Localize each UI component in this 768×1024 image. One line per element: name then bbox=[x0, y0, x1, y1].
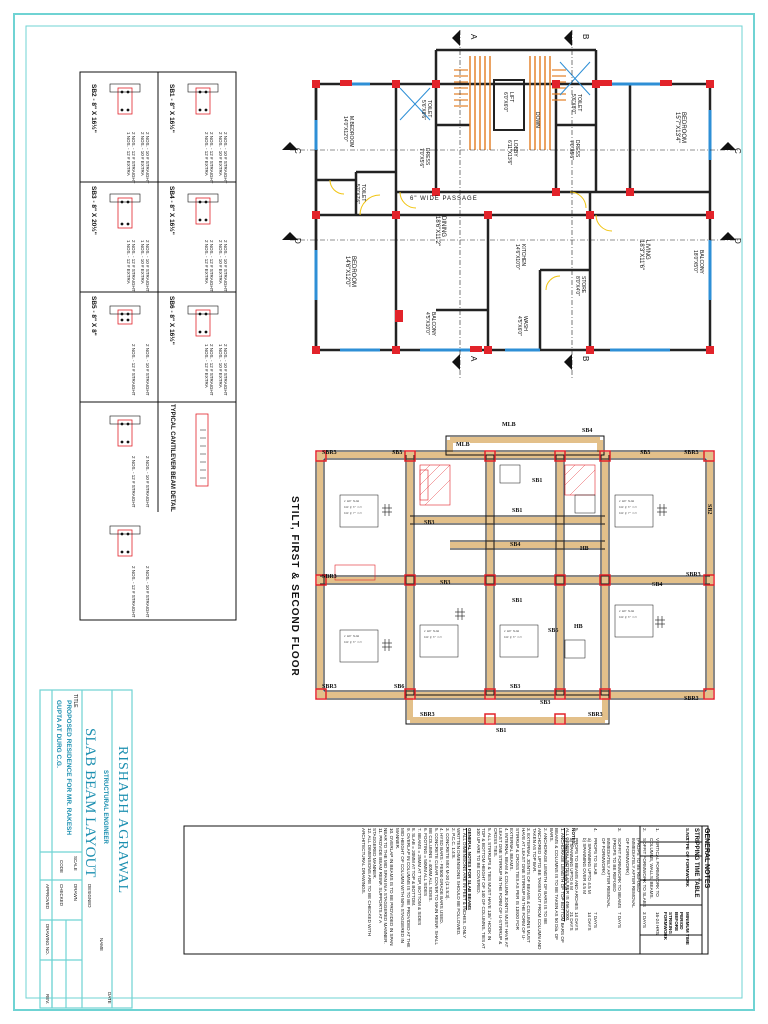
field-drawn: DRAWN bbox=[73, 884, 78, 901]
field-date: DATE bbox=[107, 992, 112, 1004]
field-designed: DESIGNED bbox=[87, 884, 92, 908]
svg-text:10# @ 6" C/C: 10# @ 6" C/C bbox=[619, 616, 638, 619]
field-rev: REV. bbox=[45, 994, 50, 1005]
beam-label: SBR3 bbox=[684, 696, 699, 702]
beam-label: SB4 bbox=[582, 428, 593, 434]
beam-sections-table bbox=[79, 71, 237, 621]
beam-label: SBR3 bbox=[322, 450, 337, 456]
svg-text:2 WAY SLAB: 2 WAY SLAB bbox=[344, 500, 360, 503]
svg-text:2 WAY SLAB: 2 WAY SLAB bbox=[504, 630, 520, 633]
svg-text:10# @ 7" C/C: 10# @ 7" C/C bbox=[619, 512, 638, 515]
field-checked: CHECKED bbox=[59, 884, 64, 907]
beam-label: SB3 bbox=[424, 520, 435, 526]
beam-label: SB3 bbox=[440, 580, 451, 586]
beam-label: SBR3 bbox=[322, 574, 337, 580]
svg-text:10# @ 6" C/C: 10# @ 6" C/C bbox=[344, 506, 363, 509]
svg-text:2 WAY SLAB: 2 WAY SLAB bbox=[424, 630, 440, 633]
beam-label: SB3 bbox=[540, 700, 551, 706]
svg-text:2 WAY SLAB: 2 WAY SLAB bbox=[619, 500, 635, 503]
title-label: TITLE bbox=[72, 694, 78, 708]
beam-label: MLB bbox=[456, 442, 470, 448]
svg-text:2 WAY SLAB: 2 WAY SLAB bbox=[344, 635, 360, 638]
beam-label: SBR3 bbox=[420, 712, 435, 718]
beam-label: SBR3 bbox=[588, 712, 603, 718]
beam-plan: 2 WAY SLAB 10# @ 6" C/C 10# @ 7" C/C 2 WA… bbox=[315, 435, 715, 725]
beam-label: SBR3 bbox=[322, 684, 337, 690]
beam-label: SB3 bbox=[392, 450, 403, 456]
beam-label: MLB bbox=[502, 422, 516, 428]
title-block bbox=[39, 689, 133, 1009]
svg-text:10# @ 6" C/C: 10# @ 6" C/C bbox=[424, 636, 443, 639]
beam-label: SB3 bbox=[640, 450, 651, 456]
notes-frame bbox=[183, 825, 709, 955]
beam-label: SB4 bbox=[652, 582, 663, 588]
svg-text:10# @ 6" C/C: 10# @ 6" C/C bbox=[504, 636, 523, 639]
engineer-role: STRUCTURAL ENGINEER bbox=[102, 770, 108, 844]
beam-label: SB6 bbox=[548, 628, 559, 634]
beam-label: SBR3 bbox=[686, 572, 701, 578]
beam-label: SB6 bbox=[394, 684, 405, 690]
section-drawings bbox=[117, 87, 211, 557]
field-code: CODE bbox=[59, 860, 64, 874]
inner-frame bbox=[25, 25, 743, 999]
field-scale: SCALE bbox=[73, 856, 78, 871]
engineer-name: RISHABH AGRAWAL bbox=[115, 746, 130, 895]
beam-label: SBR3 bbox=[684, 450, 699, 456]
field-name: NAME bbox=[99, 938, 104, 952]
project-line-2: GUPTA AT DURG C.G. bbox=[55, 700, 62, 768]
floor-plan bbox=[282, 30, 740, 380]
outer-frame bbox=[13, 13, 755, 1011]
beam-label: SB1 bbox=[532, 478, 543, 484]
svg-text:10# @ 7" C/C: 10# @ 7" C/C bbox=[344, 512, 363, 515]
label-passage: 6" WIDE PASSAGE bbox=[410, 196, 478, 202]
drawing-title: SLAB BEAM LAYOUT bbox=[82, 728, 98, 878]
beam-label: SB3 bbox=[510, 684, 521, 690]
field-drawing-no: DRAWING NO. bbox=[45, 924, 50, 955]
beam-label: SB1 bbox=[496, 728, 507, 734]
beam-label: SB1 bbox=[512, 508, 523, 514]
beam-label: SB4 bbox=[510, 542, 521, 548]
field-approved: APPROVED bbox=[45, 884, 50, 910]
project-line-1: PROPOSED RESIDENCE FOR MR. RAKESH bbox=[65, 700, 72, 836]
beam-label: HB bbox=[580, 546, 589, 552]
svg-text:10# @ 6" C/C: 10# @ 6" C/C bbox=[619, 506, 638, 509]
svg-text:10# @ 6" C/C: 10# @ 6" C/C bbox=[344, 641, 363, 644]
beam-label: SB1 bbox=[512, 598, 523, 604]
svg-text:2 WAY SLAB: 2 WAY SLAB bbox=[619, 610, 635, 613]
beam-label: HB bbox=[574, 624, 583, 630]
